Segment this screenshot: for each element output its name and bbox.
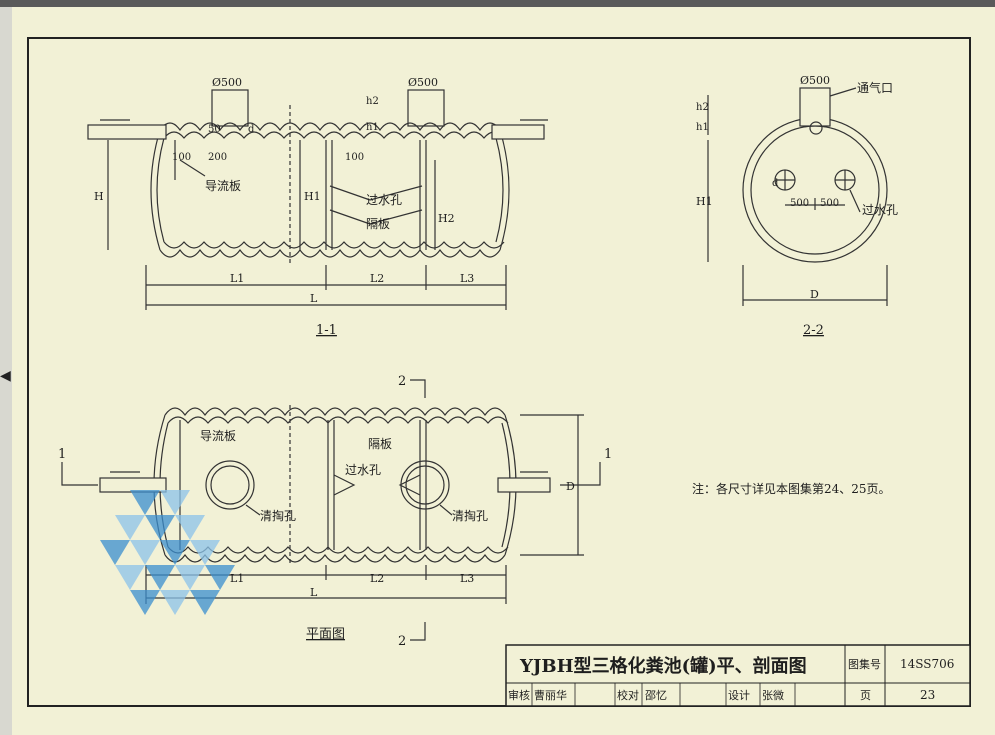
review-name: 曹丽华: [534, 688, 567, 702]
plan-label-L2: L2: [370, 572, 384, 585]
pipe-dia-right: Ø500: [408, 76, 438, 89]
cut-mark-2-top: 2: [398, 374, 406, 389]
dim-50: 50: [208, 124, 221, 135]
label-H2: H2: [438, 212, 455, 225]
drawing-title: YJBH型三格化粪池(罐)平、剖面图: [519, 655, 807, 677]
drawing-sheet: Ø500 Ø500 50 200 100 100 h2 h1 H H1 H2 d…: [12, 7, 995, 735]
label-H1-section: H1: [304, 190, 321, 203]
label-d-section: d: [248, 124, 255, 135]
drawing-note: 注：各尺寸详见本图集第24、25页。: [692, 481, 891, 496]
label-h1-section: h1: [366, 122, 379, 133]
section-2-2-labels: Ø500 通气口 h2 h1 H1 d 500 500 过水孔 D 2-2: [696, 74, 898, 338]
proof-label: 校对: [617, 688, 639, 702]
cut-mark-1-left: 1: [58, 447, 66, 462]
overflow-hole-label-2-2: 过水孔: [862, 203, 898, 217]
dim-100-left: 100: [172, 152, 191, 163]
cut-mark-1-right: 1: [604, 447, 612, 462]
label-D-2-2: D: [810, 288, 819, 301]
page-label: 页: [860, 689, 871, 702]
design-name: 张微: [762, 688, 784, 702]
cut-mark-2-bottom: 2: [398, 634, 406, 649]
label-L2: L2: [370, 272, 384, 285]
section-1-1-view: [87, 89, 548, 310]
plan-view: [61, 379, 601, 641]
label-h2-2-2: h2: [696, 102, 709, 113]
vent-label: 通气口: [857, 80, 893, 95]
section-2-2-view: [707, 87, 888, 306]
label-H: H: [94, 190, 104, 203]
technical-drawing: Ø500 Ø500 50 200 100 100 h2 h1 H H1 H2 d…: [27, 37, 971, 707]
plan-clean-hole-left: 清掏孔: [260, 508, 296, 523]
dim-200: 200: [208, 152, 227, 163]
top-bar: [0, 0, 995, 7]
plan-view-title: 平面图: [306, 627, 345, 642]
plan-clean-hole-right: 清掏孔: [452, 508, 488, 523]
plan-partition-label: 隔板: [368, 437, 392, 451]
pipe-dia-left: Ø500: [212, 76, 242, 89]
section-1-1-title: 1-1: [316, 323, 337, 338]
proof-name: 邵忆: [645, 689, 667, 702]
dim-100-right: 100: [345, 152, 364, 163]
pipe-dia-2-2: Ø500: [800, 74, 830, 87]
label-d-2-2: d: [772, 178, 779, 189]
watermark-logo: [100, 490, 235, 615]
plan-label-L3: L3: [460, 572, 474, 585]
plan-label-L: L: [310, 586, 318, 599]
label-h2-section: h2: [366, 96, 379, 107]
overflow-hole-label: 过水孔: [366, 193, 402, 207]
flow-guide-label: 导流板: [205, 179, 241, 193]
design-label: 设计: [728, 689, 750, 702]
atlas-number: 14SS706: [900, 657, 954, 671]
plan-overflow-hole-label: 过水孔: [345, 463, 381, 477]
label-H1-2-2: H1: [696, 195, 713, 208]
atlas-label: 图集号: [848, 657, 881, 671]
label-L: L: [310, 292, 318, 305]
plan-label-D: D: [566, 480, 575, 493]
title-block: YJBH型三格化粪池(罐)平、剖面图 图集号 14SS706 审核 曹丽华 校对…: [505, 644, 971, 707]
dim-500-right: 500: [820, 198, 839, 209]
page-number: 23: [920, 688, 935, 702]
review-label: 审核: [508, 688, 530, 702]
plan-flow-guide-label: 导流板: [200, 429, 236, 443]
plan-label-L1: L1: [230, 572, 244, 585]
section-1-1-labels: Ø500 Ø500 50 200 100 100 h2 h1 H H1 H2 d…: [94, 76, 474, 338]
previous-page-arrow-icon[interactable]: ◀: [0, 368, 11, 384]
label-h1-2-2: h1: [696, 122, 709, 133]
label-L1: L1: [230, 272, 244, 285]
sheet-frame: [27, 37, 971, 707]
partition-label: 隔板: [366, 217, 390, 231]
section-2-2-title: 2-2: [803, 323, 824, 338]
plan-view-labels: 导流板 隔板 过水孔 清掏孔 清掏孔 D L1 L2 L3 L 1 1 2 2 …: [58, 374, 612, 649]
label-L3: L3: [460, 272, 474, 285]
dim-500-left: 500: [790, 198, 809, 209]
